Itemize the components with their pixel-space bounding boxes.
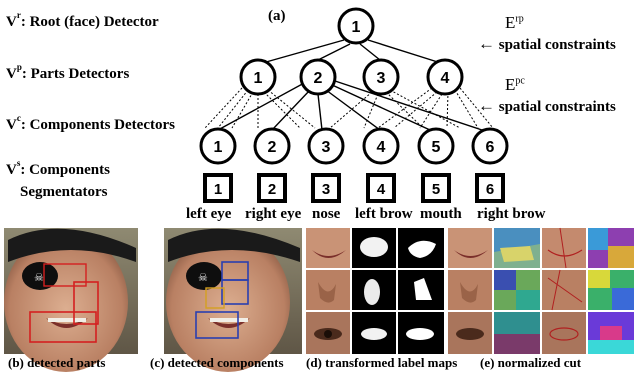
level-parts-label: Vp: Parts Detectors	[6, 62, 130, 82]
svg-text:6: 6	[486, 181, 494, 198]
photo-detected-components: ☠	[164, 228, 302, 372]
component-node-4: 4	[362, 127, 400, 165]
svg-text:2: 2	[314, 70, 323, 87]
panel-label-maps	[306, 228, 444, 354]
svg-text:3: 3	[322, 181, 330, 198]
svg-text:5: 5	[432, 139, 441, 156]
edge-root-part4	[367, 39, 445, 65]
svg-text:4: 4	[377, 181, 386, 198]
segmentator-node-6: 6	[475, 173, 505, 203]
segmentator-node-5: 5	[421, 173, 451, 203]
label-right-eye: right eye	[245, 206, 302, 222]
svg-text:1: 1	[214, 181, 222, 198]
label-mouth: mouth	[420, 206, 462, 222]
part-node-2: 2	[299, 58, 337, 96]
edge-pc-note: ← spatial constraints	[478, 96, 616, 115]
part-node-3: 3	[362, 58, 400, 96]
part-node-1: 1	[239, 58, 277, 96]
edge-root-part3	[359, 43, 381, 61]
svg-text:4: 4	[441, 70, 450, 87]
svg-text:2: 2	[268, 181, 276, 198]
segmentator-node-4: 4	[366, 173, 396, 203]
svg-text:5: 5	[432, 181, 440, 198]
level-segmentators-label-2: Segmentators	[20, 184, 108, 200]
level-components-label: Vc: Components Detectors	[6, 113, 175, 133]
edge-pc-symbol: Epc	[505, 75, 525, 94]
svg-text:1: 1	[214, 139, 223, 156]
edge-root-part1	[258, 39, 345, 65]
svg-text:1: 1	[254, 70, 263, 87]
component-node-2: 2	[253, 127, 291, 165]
svg-text:☠: ☠	[198, 271, 208, 284]
label-left-brow: left brow	[355, 206, 413, 222]
svg-text:3: 3	[377, 70, 386, 87]
panel-a-label: (a)	[268, 8, 286, 24]
edge-root-part2	[317, 43, 351, 61]
level-root-label: Vr: Root (face) Detector	[6, 10, 159, 30]
part-node-4: 4	[426, 58, 464, 96]
svg-text:3: 3	[322, 139, 331, 156]
caption-b: (b) detected parts	[8, 355, 106, 370]
label-right-brow: right brow	[477, 206, 546, 222]
segmentator-node-2: 2	[257, 173, 287, 203]
label-nose: nose	[312, 206, 341, 222]
component-node-6: 6	[471, 127, 509, 165]
svg-text:4: 4	[377, 139, 386, 156]
panel-normalized-cut	[448, 227, 634, 354]
svg-text:☠: ☠	[34, 271, 44, 284]
photo-detected-parts: ☠	[4, 228, 138, 372]
label-left-eye: left eye	[186, 206, 232, 222]
svg-text:1: 1	[352, 19, 361, 36]
caption-e: (e) normalized cut	[480, 355, 582, 370]
segmentator-node-3: 3	[311, 173, 341, 203]
segmentator-node-1: 1	[203, 173, 233, 203]
root-node: 1	[337, 7, 375, 45]
component-node-3: 3	[307, 127, 345, 165]
svg-text:2: 2	[268, 139, 277, 156]
component-node-1: 1	[199, 127, 237, 165]
edge-rp-symbol: Erp	[505, 13, 524, 32]
component-node-5: 5	[417, 127, 455, 165]
edge-rp-note: ← spatial constraints	[478, 34, 616, 53]
arrow-left-icon: ←	[478, 96, 495, 115]
caption-c: (c) detected components	[150, 355, 284, 370]
level-segmentators-label: Vs: Components	[6, 158, 110, 178]
caption-d: (d) transformed label maps	[306, 355, 458, 370]
arrow-left-icon: ←	[478, 34, 495, 53]
svg-text:6: 6	[486, 139, 495, 156]
